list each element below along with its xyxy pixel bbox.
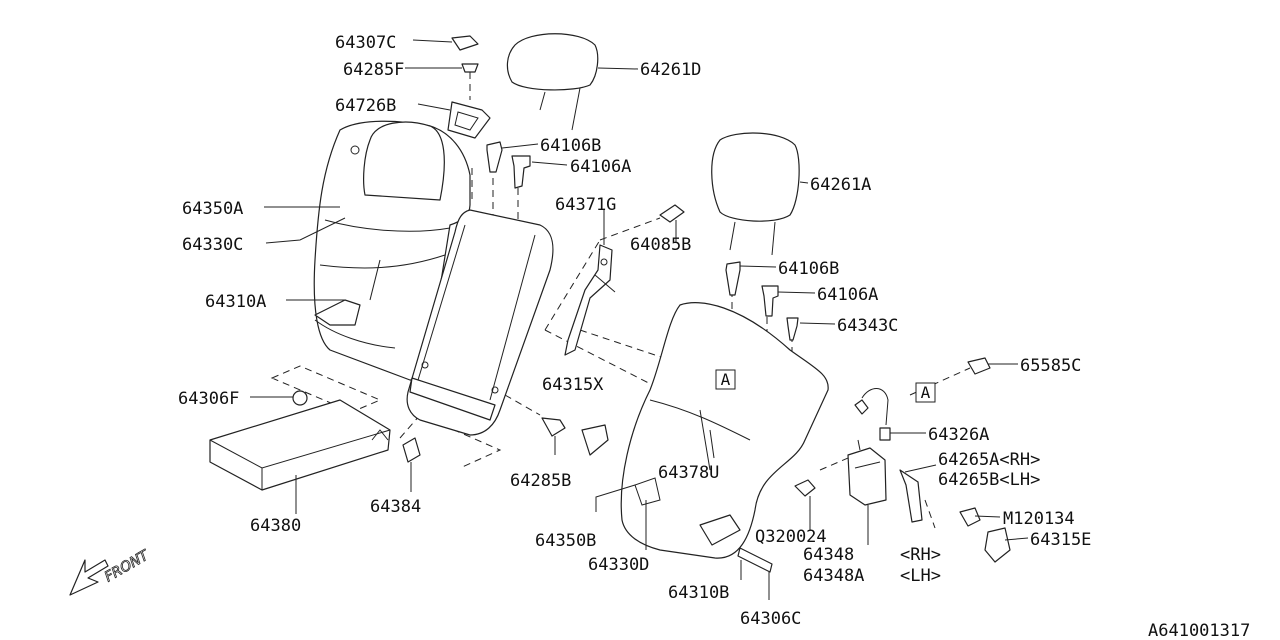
label-64326A: 64326A <box>928 425 989 445</box>
part-labels: 64307C 64285F 64726B 64106B 64106A 64261… <box>178 33 1091 629</box>
label-64330C: 64330C <box>182 235 243 255</box>
label-64265B-lh: 64265B<LH> <box>938 470 1040 490</box>
label-64315E: 64315E <box>1030 530 1091 550</box>
headrest-64261A <box>711 132 800 256</box>
label-65585C: 65585C <box>1020 356 1081 376</box>
label-64380: 64380 <box>250 516 301 536</box>
right-seat-back <box>620 302 829 573</box>
label-64310B: 64310B <box>668 583 729 603</box>
label-64307C: 64307C <box>335 33 396 53</box>
label-64106A-top: 64106A <box>570 157 631 177</box>
armrest-64380 <box>209 399 391 491</box>
label-64285F: 64285F <box>343 60 404 80</box>
front-direction-arrow: FRONT <box>69 547 153 596</box>
ref-box-label: A <box>721 370 731 389</box>
label-64726B: 64726B <box>335 96 396 116</box>
ref-box-label: A <box>921 383 931 402</box>
label-64306C: 64306C <box>740 609 801 629</box>
label-64085B: 64085B <box>630 235 691 255</box>
label-64310A: 64310A <box>205 292 266 312</box>
label-64330D: 64330D <box>588 555 649 575</box>
label-Q320024: Q320024 <box>755 527 827 547</box>
label-64348-rh: <RH> <box>900 545 941 565</box>
top-clips <box>447 35 799 341</box>
label-M120134: M120134 <box>1003 509 1075 529</box>
label-64106A-mid: 64106A <box>817 285 878 305</box>
ref-box-a-center: A <box>715 369 736 390</box>
ref-box-a-right: A <box>915 382 936 403</box>
label-64306F: 64306F <box>178 389 239 409</box>
label-64348A: 64348A <box>803 566 864 586</box>
front-label: FRONT <box>102 547 153 585</box>
label-64343C: 64343C <box>837 316 898 336</box>
label-64315X: 64315X <box>542 375 604 395</box>
label-64378U: 64378U <box>658 463 719 483</box>
label-64285B: 64285B <box>510 471 571 491</box>
bracket-64371G <box>564 204 685 356</box>
label-64384: 64384 <box>370 497 421 517</box>
label-64350B: 64350B <box>535 531 596 551</box>
small-clips <box>292 390 609 463</box>
label-64348A-lh: <LH> <box>900 566 941 586</box>
leader-lines <box>250 39 1029 600</box>
headrest-64261D <box>506 33 599 131</box>
seat-back-board <box>406 209 554 436</box>
label-64350A: 64350A <box>182 199 243 219</box>
label-64106B-top: 64106B <box>540 136 601 156</box>
diagram-code: A641001317 <box>1148 621 1250 640</box>
label-64348: 64348 <box>803 545 854 565</box>
label-64371G: 64371G <box>555 195 616 215</box>
label-64106B-mid: 64106B <box>778 259 839 279</box>
label-64261A: 64261A <box>810 175 871 195</box>
label-64265A-rh: 64265A<RH> <box>938 450 1040 470</box>
seat-lock-64348 <box>794 357 1011 563</box>
label-64261D: 64261D <box>640 60 701 80</box>
